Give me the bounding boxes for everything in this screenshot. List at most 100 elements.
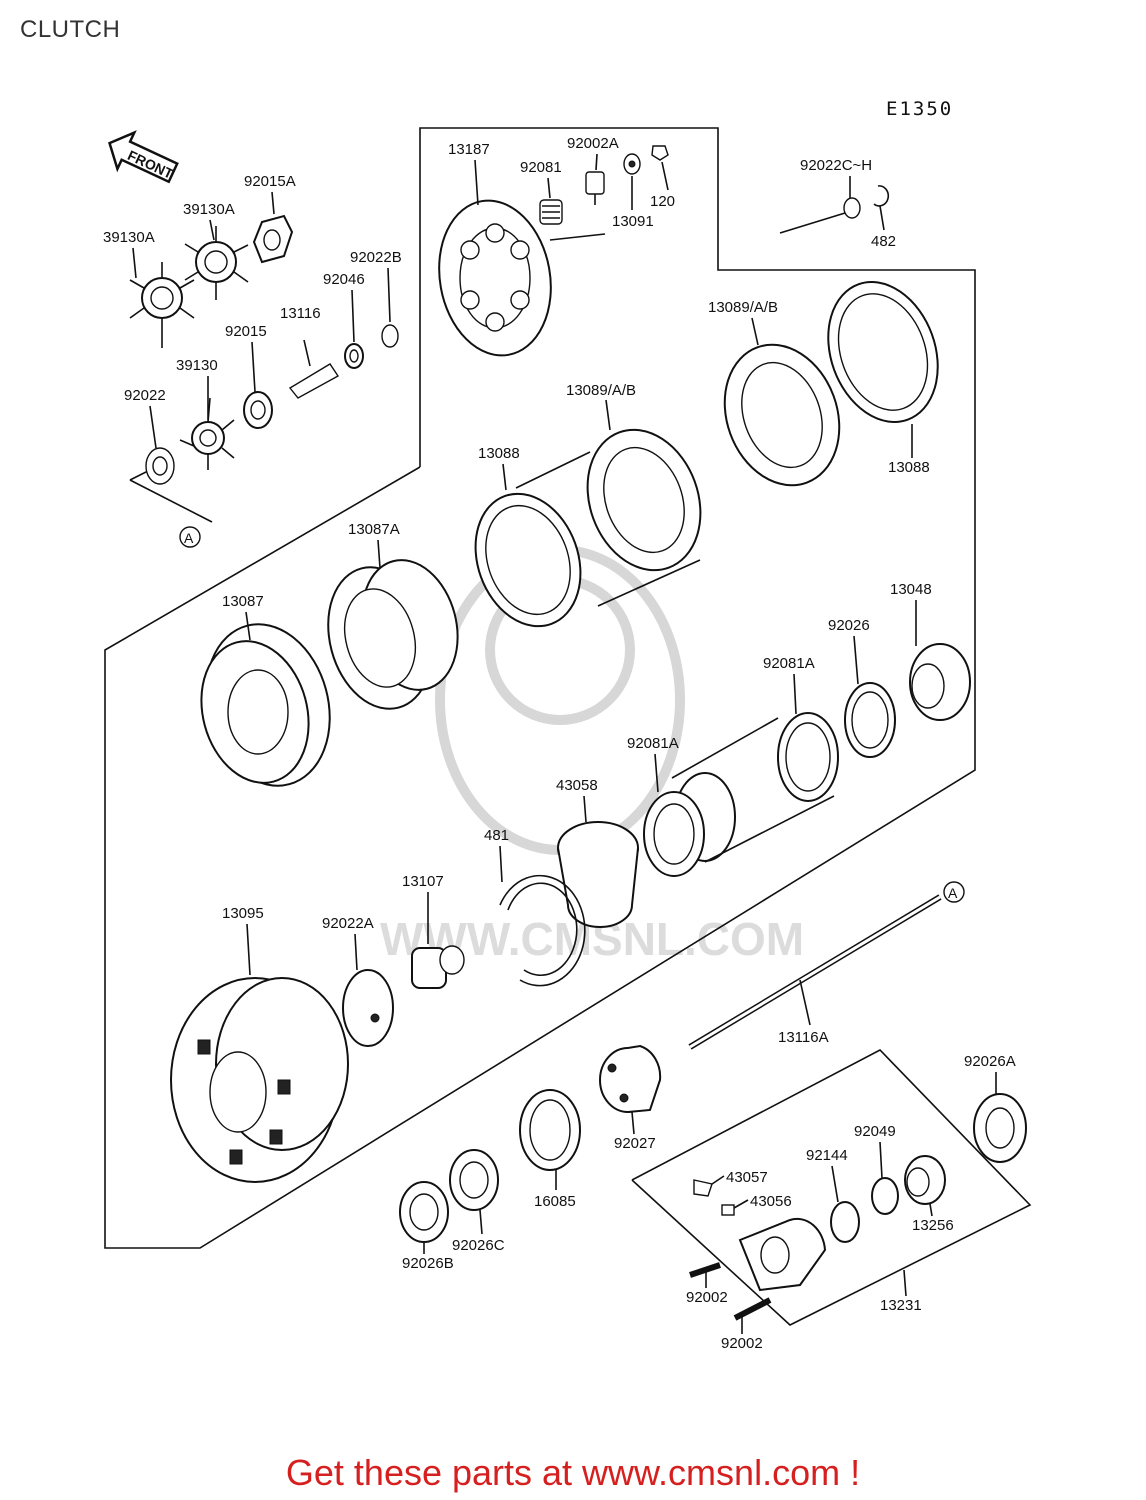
label-13231: 13231 (880, 1297, 922, 1314)
label-92022: 92022 (124, 387, 166, 404)
label-92081A-rear: 92081A (763, 655, 815, 672)
label-43057: 43057 (726, 1169, 768, 1186)
assembly-frame (104, 127, 1032, 1326)
clutch-hub-13087A (327, 559, 459, 710)
washer-92081A-rear (777, 712, 839, 802)
washer-92026 (844, 682, 896, 758)
pushrod-13116A (688, 894, 942, 1050)
gasket-92026A (973, 1093, 1027, 1163)
pressure-plate-13187 (438, 199, 606, 357)
clutch-hub-13087 (200, 623, 331, 787)
label-92015A: 92015A (244, 173, 296, 190)
label-92081A-front: 92081A (627, 735, 679, 752)
label-92022C-H: 92022C~H (800, 157, 872, 174)
steel-plate-13089-rear (723, 343, 841, 487)
label-92002-lower: 92002 (721, 1335, 763, 1352)
label-13187: 13187 (448, 141, 490, 158)
friction-plate-13088-rear (827, 281, 939, 423)
page-title: CLUTCH (20, 16, 121, 43)
footer-link[interactable]: Get these parts at www.cmsnl.com ! (285, 1452, 861, 1493)
label-92026B: 92026B (402, 1255, 454, 1272)
label-92002A: 92002A (567, 135, 619, 152)
front-arrow: FRONT (108, 130, 179, 184)
label-13091: 13091 (612, 213, 654, 230)
sprocket-16085 (519, 1089, 581, 1171)
nut-92015 (243, 391, 273, 429)
label-92002-upper: 92002 (686, 1289, 728, 1306)
circlip-481 (499, 874, 586, 987)
label-13087A: 13087A (348, 521, 400, 538)
lock-washer-39130A-upper (184, 226, 249, 300)
circlip-482 (873, 185, 890, 207)
bolt-92002A (585, 171, 605, 205)
label-92026: 92026 (828, 617, 870, 634)
washer-92022B (381, 324, 399, 348)
part-labels: 13187 92081 92002A 120 13091 92022C~H 48… (103, 135, 1016, 1352)
steel-plate-13089-front (586, 428, 702, 572)
seal-92049 (871, 1177, 899, 1215)
collar-13107 (411, 945, 465, 989)
svg-text:A: A (948, 885, 958, 901)
label-92015: 92015 (225, 323, 267, 340)
washer-92026C (449, 1149, 499, 1211)
label-92026C: 92026C (452, 1237, 505, 1254)
lock-washer-39130A-lower (129, 262, 195, 348)
svg-text:A: A (184, 530, 194, 546)
label-13088-front: 13088 (478, 445, 520, 462)
label-481: 481 (484, 827, 509, 844)
label-39130A-lower: 39130A (103, 229, 155, 246)
label-13089AB-front: 13089/A/B (566, 382, 636, 399)
cam-92027 (599, 1044, 662, 1113)
spring-92081 (539, 199, 563, 225)
label-92046: 92046 (323, 271, 365, 288)
ref-marker-A-left: A (179, 526, 201, 548)
nut-92015A (252, 214, 294, 264)
washer-13091 (623, 153, 641, 175)
bolt-92002-upper (689, 1262, 721, 1278)
leader-lines (132, 153, 997, 1334)
label-13116: 13116 (280, 305, 321, 322)
label-39130A-upper: 39130A (183, 201, 235, 218)
washer-92022C-H (779, 197, 861, 234)
bearing-13256 (904, 1155, 946, 1205)
label-43058: 43058 (556, 777, 598, 794)
label-13116A: 13116A (778, 1029, 829, 1046)
washer-92026B (399, 1181, 449, 1243)
label-13087: 13087 (222, 593, 264, 610)
label-92049: 92049 (854, 1123, 896, 1140)
bearing-13048 (909, 643, 971, 721)
label-13256: 13256 (912, 1217, 954, 1234)
label-92026A: 92026A (964, 1053, 1016, 1070)
bearing-92046 (344, 343, 364, 369)
washer-92081A-front (643, 772, 736, 877)
label-92027: 92027 (614, 1135, 656, 1152)
pushrod-13116 (288, 339, 340, 399)
label-13048: 13048 (890, 581, 932, 598)
washer-92022A (342, 969, 394, 1047)
label-43056: 43056 (750, 1193, 792, 1210)
label-120: 120 (650, 193, 675, 210)
diagram-code: E1350 (886, 98, 954, 120)
ref-marker-A-right: A (943, 881, 965, 903)
boot-92144 (830, 1201, 860, 1243)
sleeve-43058 (557, 821, 639, 928)
release-cylinder-13231 (738, 1217, 827, 1292)
label-92022A: 92022A (322, 915, 374, 932)
friction-plate-13088-front (474, 492, 582, 628)
label-92081: 92081 (520, 159, 562, 176)
primary-gear-13095 (170, 977, 349, 1183)
label-13089AB-rear: 13089/A/B (708, 299, 778, 316)
washer-92022 (145, 447, 175, 485)
label-482: 482 (871, 233, 896, 250)
nut-120 (651, 145, 669, 161)
lock-washer-39130 (179, 397, 235, 470)
label-13088-rear: 13088 (888, 459, 930, 476)
label-92022B: 92022B (350, 249, 402, 266)
label-13095: 13095 (222, 905, 264, 922)
bolt-92002-lower (733, 1297, 772, 1321)
label-16085: 16085 (534, 1193, 576, 1210)
label-92144: 92144 (806, 1147, 848, 1164)
label-13107: 13107 (402, 873, 444, 890)
clutch-exploded-diagram: WWW.CMSNL.COM FRONT (103, 127, 1032, 1352)
bleeder-43057-43056 (693, 1179, 735, 1216)
